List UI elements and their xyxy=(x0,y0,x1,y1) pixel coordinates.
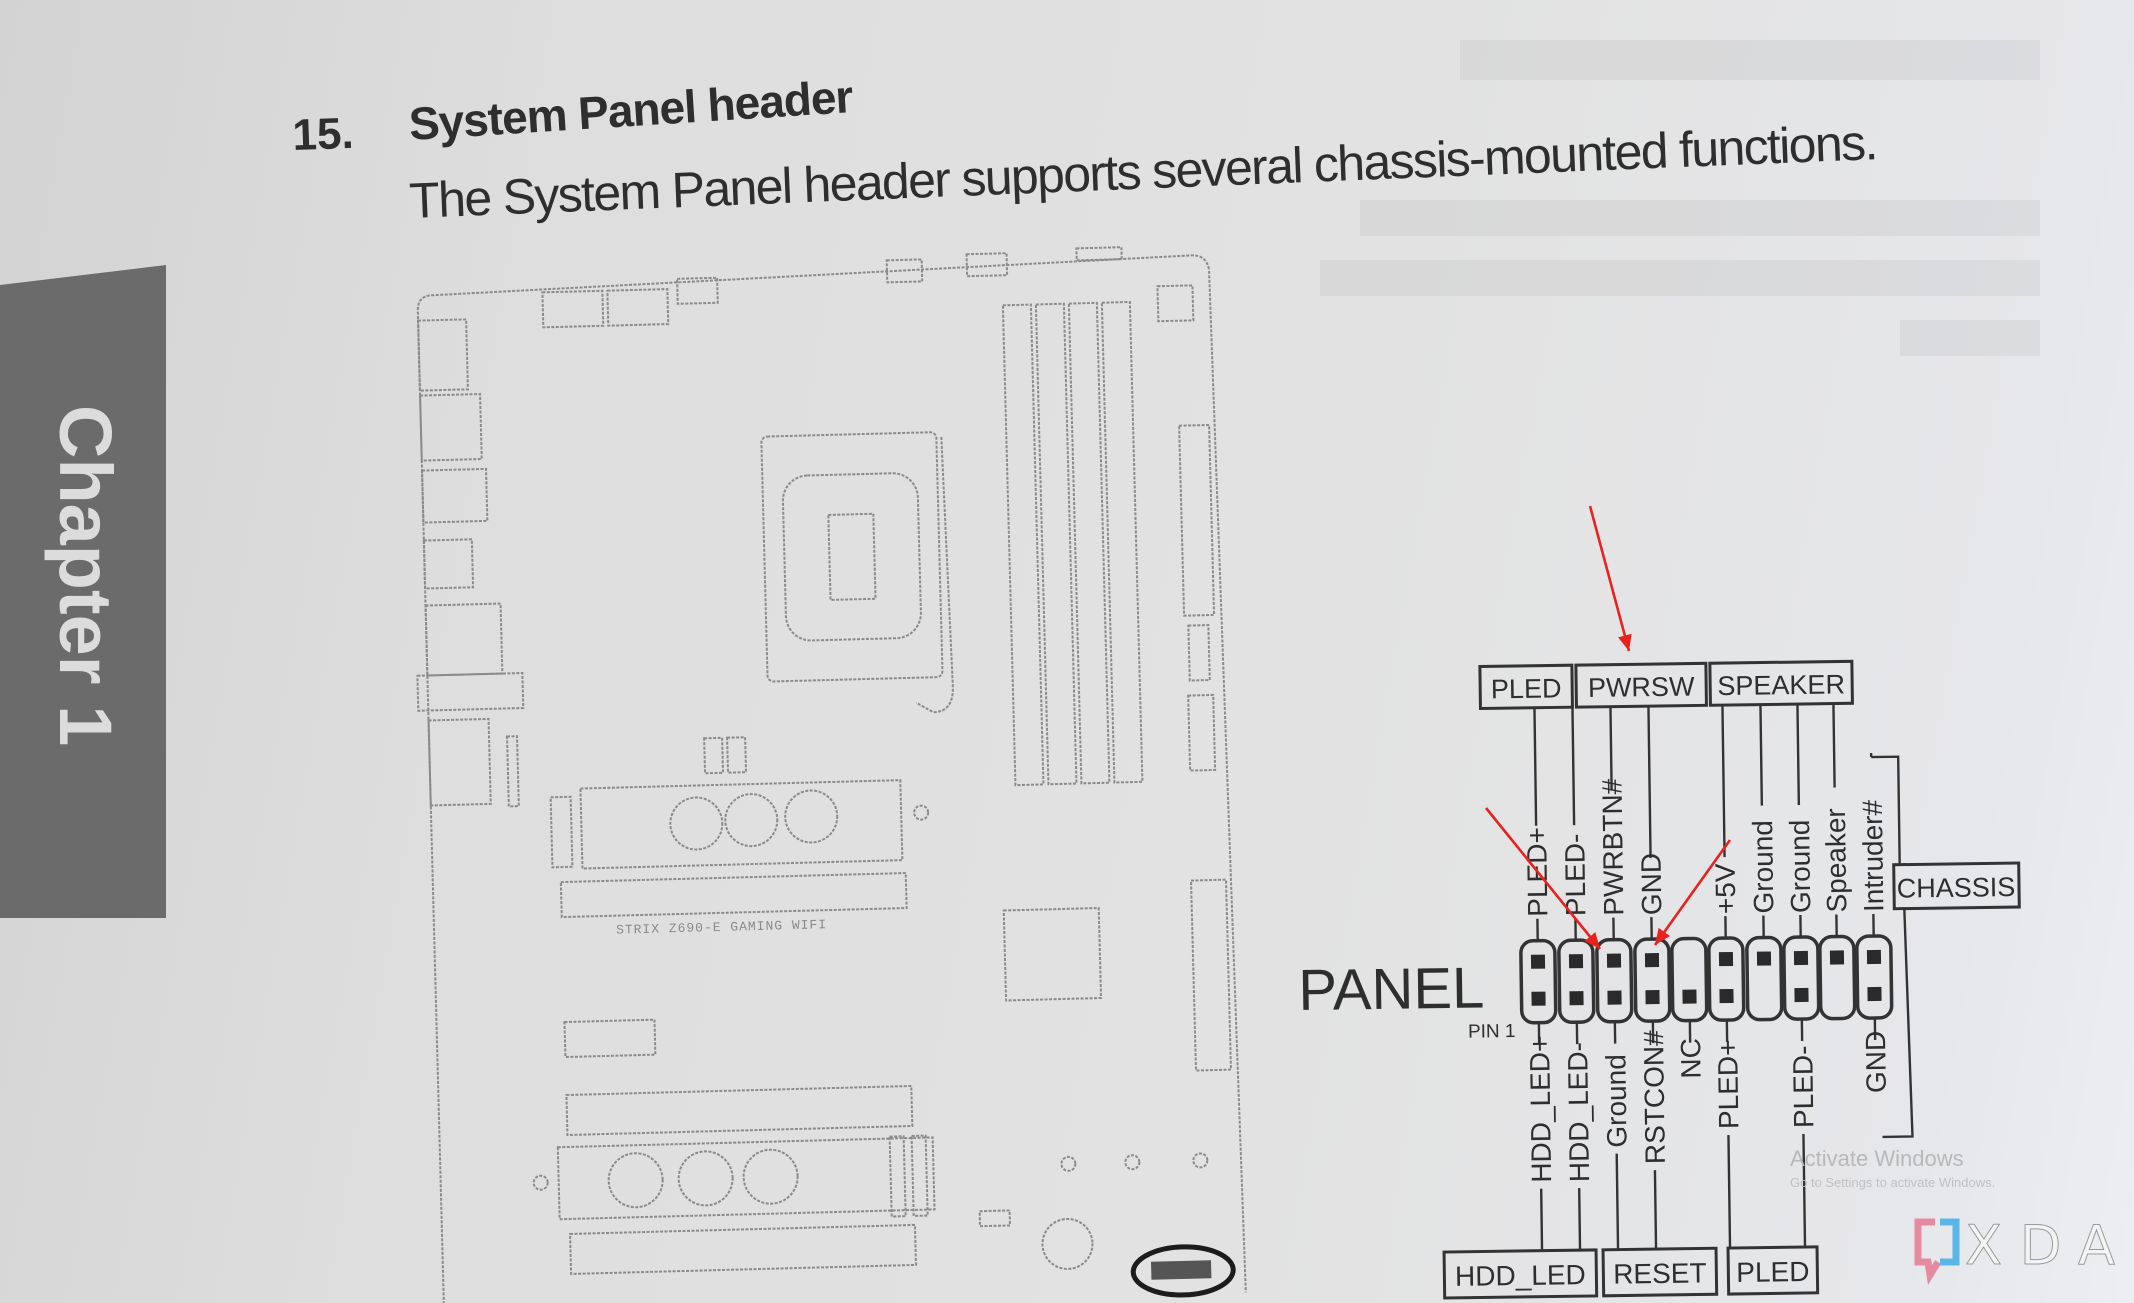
pin-pair-housing xyxy=(1707,936,1746,1022)
top-group-box xyxy=(1574,661,1708,709)
pin-pair-housing xyxy=(1818,934,1857,1021)
pin xyxy=(1719,988,1734,1004)
bleed-through-text xyxy=(1320,40,2040,356)
chassis-group-label: CHASSIS xyxy=(1897,872,2016,904)
panel-title: PANEL xyxy=(1298,955,1485,1023)
pin xyxy=(1568,954,1584,969)
top-pin-label: Intruder# xyxy=(1857,799,1890,912)
pin-pair-housing xyxy=(1557,938,1596,1024)
bottom-pin-label: PLED+ xyxy=(1712,1039,1744,1129)
pin xyxy=(1829,950,1845,965)
bottom-pin-label: HDD_LED+ xyxy=(1524,1035,1557,1182)
chassis-group-box xyxy=(1892,861,2021,911)
bottom-pin-label: GND xyxy=(1860,1031,1892,1094)
pin xyxy=(1756,951,1772,966)
pin-pair-housing xyxy=(1519,938,1558,1025)
section-number: 15. xyxy=(292,109,355,160)
red-arrowhead-icon xyxy=(1655,927,1670,945)
top-pin-label: +5V xyxy=(1710,863,1742,914)
top-group-label: PWRSW xyxy=(1588,671,1695,702)
xda-logo-bracket-pink-icon xyxy=(1914,1218,1941,1285)
pin xyxy=(1867,986,1882,1002)
top-group-box xyxy=(1478,663,1574,711)
activate-windows-title: Activate Windows xyxy=(1790,1146,1964,1171)
xda-logo: XDA xyxy=(1914,1214,2116,1285)
bottom-group-label: PLED xyxy=(1736,1256,1810,1288)
top-pin-label: GND xyxy=(1636,853,1668,916)
pin xyxy=(1793,950,1809,966)
chapter-tab: Chapter 1 xyxy=(0,265,166,918)
pin xyxy=(1644,953,1660,968)
red-arrowhead-icon xyxy=(1618,633,1632,651)
top-pin-label: Speaker xyxy=(1820,808,1852,913)
panel-pinout-diagram: PANEL PIN 1 PLED PWRSW SPEAKER HDD_LED RESE… xyxy=(1298,659,2021,1300)
panel-header-highlight-circle xyxy=(1130,1244,1236,1298)
top-pin-label: Ground xyxy=(1747,820,1779,914)
chassis-bracket xyxy=(1871,755,1914,1139)
chapter-tab-label: Chapter 1 xyxy=(44,405,127,746)
top-pin-label: PWRBTN# xyxy=(1596,778,1629,916)
red-arrow-line xyxy=(1588,505,1631,652)
bottom-group-box xyxy=(1601,1246,1719,1298)
pin xyxy=(1530,954,1546,969)
pin-pair-housing xyxy=(1782,935,1821,1021)
pin xyxy=(1645,990,1660,1005)
bottom-pin-label: PLED- xyxy=(1787,1045,1819,1128)
pin xyxy=(1682,989,1697,1004)
pin-pair-housing xyxy=(1745,935,1784,1022)
top-group-label: PLED xyxy=(1491,673,1562,704)
red-arrowhead-icon xyxy=(1584,932,1600,949)
annotation-arrows xyxy=(1484,505,1732,950)
motherboard-model-label: STRIX Z690-E GAMING WIFI xyxy=(616,917,826,937)
pin xyxy=(1866,949,1882,965)
top-pin-label: PLED- xyxy=(1559,833,1591,916)
pin-pair-housing xyxy=(1670,936,1709,1023)
pin xyxy=(1607,990,1622,1005)
xda-logo-bracket-blue-icon xyxy=(1940,1218,1960,1266)
xda-logo-text: XDA xyxy=(1965,1214,2115,1277)
red-arrow-line xyxy=(1653,839,1732,946)
top-pin-label: Ground xyxy=(1784,819,1816,913)
motherboard-diagram: STRIX Z690-E GAMING WIFI xyxy=(416,246,1247,1303)
top-group-label: SPEAKER xyxy=(1717,669,1845,701)
bottom-group-label: HDD_LED xyxy=(1455,1259,1586,1292)
pin xyxy=(1718,951,1734,967)
top-group-box xyxy=(1708,659,1854,707)
pin-pair-housing xyxy=(1595,937,1634,1024)
pin xyxy=(1794,987,1809,1003)
activate-windows-subtitle: Go to Settings to activate Windows. xyxy=(1790,1175,1995,1190)
pin1-label: PIN 1 xyxy=(1468,1021,1516,1043)
pin xyxy=(1606,953,1622,968)
pin-pair-housing xyxy=(1855,934,1894,1020)
bottom-group-label: RESET xyxy=(1613,1257,1707,1289)
bottom-pin-label: NC xyxy=(1675,1038,1707,1079)
bottom-group-box xyxy=(1726,1245,1820,1296)
pin-pair-housing xyxy=(1633,937,1672,1023)
section-title: System Panel header xyxy=(407,70,854,150)
bottom-pin-label: RSTCON# xyxy=(1638,1030,1671,1165)
bottom-pin-label: HDD_LED- xyxy=(1562,1042,1595,1182)
pin xyxy=(1531,991,1546,1006)
bottom-pin-label: Ground xyxy=(1600,1054,1632,1148)
pin xyxy=(1569,991,1584,1006)
red-arrow-line xyxy=(1484,807,1602,950)
bottom-group-box xyxy=(1442,1248,1599,1300)
